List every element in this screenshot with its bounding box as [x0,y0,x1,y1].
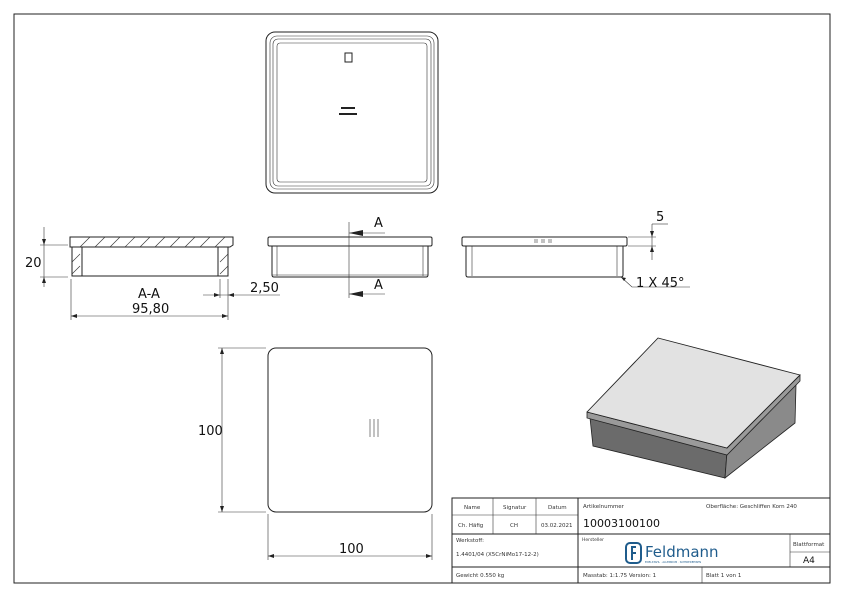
dim-wall: 2,50 [250,281,279,296]
dim-height: 20 [25,256,42,271]
scale-version: Masstab: 1:1.75 Version: 1 [583,573,656,579]
top-view [265,31,439,194]
article-label: Artikelnummer [583,504,625,510]
weight: Gewicht 0.550 kg [456,573,504,579]
feldmann-logo: Feldmann EDELSTAHL · ALUMINIUM · SCHMIED… [625,542,719,564]
dim-chamfer: 1 X 45° [636,276,684,291]
drafter-signature: CH [510,523,518,529]
section-view-a-a: 20 A-A 95,80 2,50 [25,227,280,320]
material: 1.4401/04 (X5CrNiMo17-12-2) [456,552,539,558]
drafter-name: Ch. Häfig [458,523,483,529]
logo-text: Feldmann [645,543,719,561]
dim-inner-width: 95,80 [132,302,169,317]
logo-emboss-icon [344,52,353,63]
title-block [451,497,831,584]
sheet-format-label: Blattformat [793,542,825,548]
side-view: 5 1 X 45° [461,210,690,291]
name-header: Name [464,505,481,511]
engraving-text-mark [341,107,355,109]
cut-label-bottom: A [374,278,383,293]
isometric-view [586,337,801,479]
section-label: A-A [138,287,160,302]
date-header: Datum [548,505,567,511]
drawing-date: 03.02.2021 [541,523,573,529]
article-number: 10003100100 [583,517,660,530]
signature-header: Signatur [503,505,527,511]
dim-width: 100 [339,542,364,557]
cut-label-top: A [374,216,383,231]
bottom-view: 100 100 [198,347,433,560]
material-label: Werkstoff: [456,538,484,544]
manufacturer-label: Hersteller [582,537,604,543]
logo-subtitle: EDELSTAHL · ALUMINIUM · SCHMIEDEEISEN [645,560,701,564]
dim-flange: 5 [656,210,664,225]
surface-finish: Oberfläche: Geschliffen Korn 240 [706,504,797,510]
drawing-frame [13,13,831,584]
front-view: A A [267,216,433,298]
engraving-number-mark [339,113,357,115]
sheet-number: Blatt 1 von 1 [706,573,741,579]
dim-depth: 100 [198,424,223,439]
sheet-format: A4 [803,556,815,566]
